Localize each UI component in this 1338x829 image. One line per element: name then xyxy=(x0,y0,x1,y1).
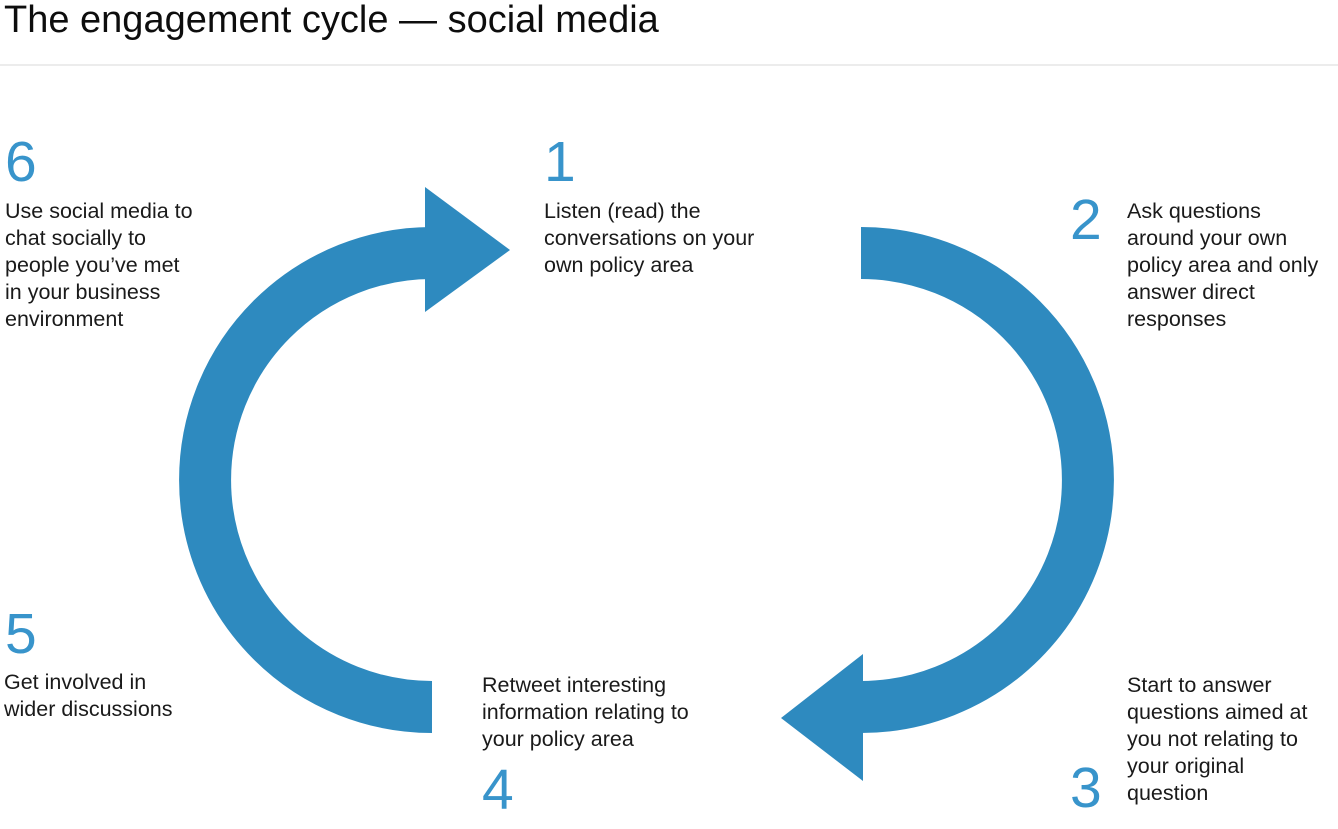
step-5-text: Get involved in wider discussions xyxy=(4,670,173,721)
step-3-number: 3 xyxy=(1070,756,1102,820)
left-arc xyxy=(179,227,433,733)
step-6-text: Use social media to chat socially to peo… xyxy=(5,199,193,331)
right-arc xyxy=(860,227,1114,733)
step-2-number: 2 xyxy=(1070,188,1102,252)
step-4-text: Retweet interesting information relating… xyxy=(482,673,689,751)
title-divider xyxy=(0,64,1338,66)
step-2-text: Ask questions around your own policy are… xyxy=(1127,199,1319,331)
step-1-number: 1 xyxy=(544,130,576,194)
step-6-number: 6 xyxy=(5,130,37,194)
step-1-text: Listen (read) the conversations on your … xyxy=(544,199,755,277)
left-pointing-arrowhead-icon xyxy=(781,654,863,781)
page-title: The engagement cycle — social media xyxy=(4,0,659,41)
right-pointing-arrowhead-icon xyxy=(425,187,510,312)
step-3-text: Start to answer questions aimed at you n… xyxy=(1127,673,1308,805)
step-4-number: 4 xyxy=(482,758,514,822)
step-5-number: 5 xyxy=(5,602,37,666)
